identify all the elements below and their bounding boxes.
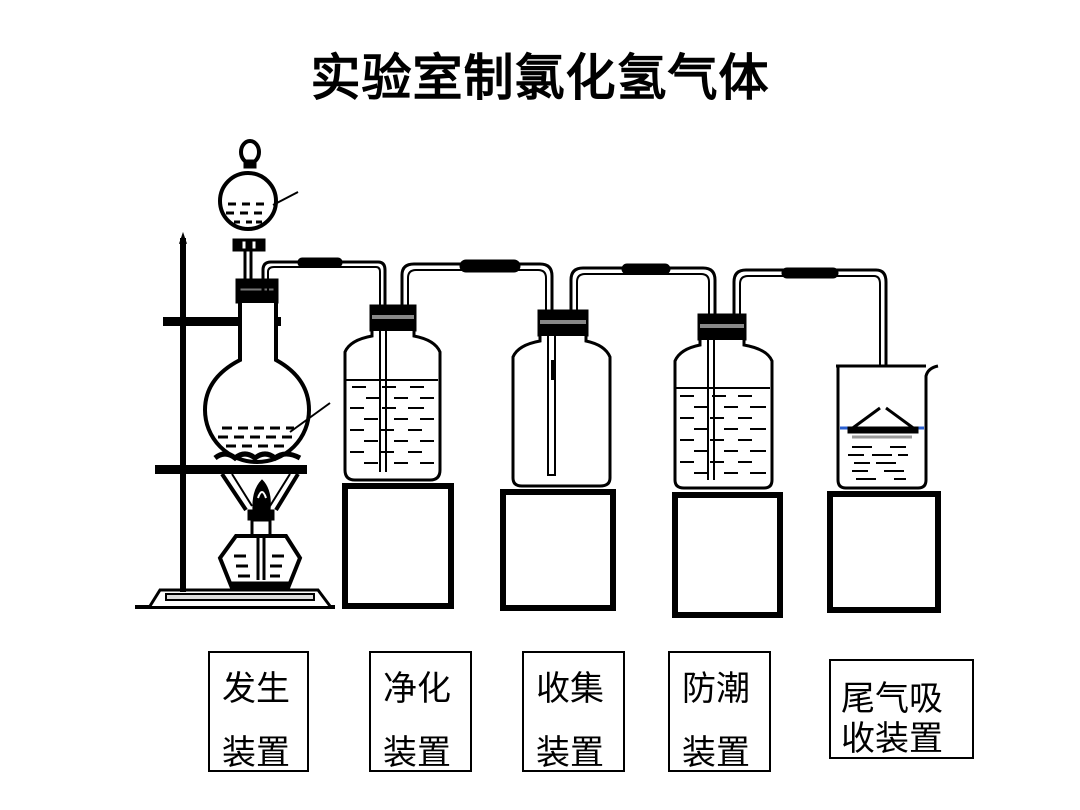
label-absorber-line1: 尾气吸 xyxy=(841,679,943,719)
page-title: 实验室制氯化氢气体 xyxy=(310,48,770,107)
label-absorber: 尾气吸 收装置 xyxy=(829,659,974,759)
burner-support xyxy=(220,472,300,512)
tube-purifier-to-collector xyxy=(400,259,554,318)
dryer-bottle xyxy=(673,313,774,490)
label-absorber-line2: 收装置 xyxy=(841,719,943,759)
label-generator-line1: 发生 xyxy=(222,669,290,709)
purifier-liquid xyxy=(350,386,434,464)
stand-base xyxy=(135,588,335,609)
generator-apparatus xyxy=(135,139,340,609)
tube-collector-to-dryer xyxy=(569,263,717,320)
tube-dryer-to-absorber xyxy=(732,267,888,408)
dryer-liquid xyxy=(680,395,766,474)
label-purifier: 净化 装置 xyxy=(369,651,472,773)
tube-generator-to-purifier xyxy=(297,257,387,312)
alcohol-lamp xyxy=(217,509,303,590)
absorber-liquid xyxy=(848,446,908,480)
absorber-beaker xyxy=(836,364,939,490)
dryer-stand xyxy=(672,492,783,618)
label-generator: 发生 装置 xyxy=(208,651,309,773)
label-dryer-line1: 防潮 xyxy=(682,669,750,709)
collector-stand xyxy=(500,489,616,611)
label-generator-line2: 装置 xyxy=(222,733,290,773)
stand-rod xyxy=(179,231,187,592)
collector-bottle xyxy=(511,309,612,488)
connecting-tubes xyxy=(297,257,888,408)
purifier-stand xyxy=(342,483,454,609)
label-collector: 收集 装置 xyxy=(522,651,625,773)
purifier-bottle xyxy=(343,304,442,482)
label-purifier-line2: 装置 xyxy=(383,733,451,773)
label-purifier-line1: 净化 xyxy=(383,669,451,709)
upper-clamp xyxy=(163,317,281,326)
flask-outlet-tube xyxy=(261,260,340,300)
label-dryer: 防潮 装置 xyxy=(668,651,771,773)
label-dryer-line2: 装置 xyxy=(682,733,750,773)
label-collector-line2: 装置 xyxy=(536,733,604,773)
absorber-stand xyxy=(827,491,941,613)
flask-stopper xyxy=(235,278,279,304)
inverted-funnel xyxy=(847,406,919,439)
label-collector-line1: 收集 xyxy=(536,669,604,709)
ring-clamp xyxy=(155,465,307,474)
wire-gauze xyxy=(213,451,302,462)
round-bottom-flask xyxy=(202,303,331,464)
